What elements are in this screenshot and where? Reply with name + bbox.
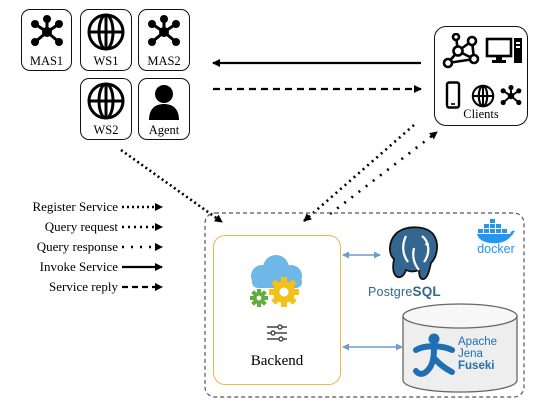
legend-query-request: Query request — [44, 219, 118, 234]
graph-cluster-icon — [442, 33, 480, 69]
docker-container-frame — [204, 212, 525, 398]
sliders-icon — [267, 324, 287, 342]
legend: Register Service Query request Query res… — [0, 198, 118, 298]
ws1-label: WS1 — [93, 54, 119, 68]
postgresql-logo: PostgreSQL — [368, 226, 478, 302]
legend-register-service: Register Service — [32, 199, 118, 214]
jena-logo-icon — [413, 333, 455, 377]
gear-icon — [269, 277, 299, 307]
docker-text: docker — [477, 242, 515, 256]
register-service-arrow — [120, 148, 223, 224]
gear-icon — [250, 289, 268, 307]
fuseki-text: Apache Jena Fuseki — [458, 336, 524, 372]
mas1-node[interactable]: MAS1 — [21, 9, 72, 71]
legend-invoke-service: Invoke Service — [39, 259, 118, 274]
postgres-prefix: Postgre — [368, 285, 413, 299]
docker-whale-icon — [477, 219, 515, 244]
cloud-gears-icon — [250, 255, 302, 307]
ws1-node[interactable]: WS1 — [80, 9, 132, 71]
agent-node[interactable]: Agent — [138, 78, 190, 140]
clients-node[interactable]: Clients — [434, 26, 528, 126]
desktop-computer-icon — [485, 37, 522, 63]
postgresql-elephant-icon — [389, 226, 438, 281]
fuseki-line-apache: Apache — [458, 336, 498, 348]
ws2-label: WS2 — [93, 123, 119, 137]
legend-service-reply: Service reply — [49, 279, 118, 294]
ws2-node[interactable]: WS2 — [80, 78, 132, 140]
fuseki-line-fuseki: Fuseki — [458, 360, 495, 372]
query-response-arrow — [329, 130, 438, 216]
globe-icon — [87, 82, 125, 120]
postgres-suffix: SQL — [412, 284, 441, 299]
mas1-label: MAS1 — [29, 54, 64, 68]
network-icon — [31, 15, 63, 46]
backend-box[interactable]: Backend — [213, 235, 341, 385]
globe-icon — [471, 84, 495, 108]
docker-logo: docker — [468, 218, 524, 258]
postgresql-text: PostgreSQL — [368, 284, 478, 299]
query-request-arrow — [303, 124, 415, 222]
backend-label: Backend — [250, 353, 304, 369]
smartphone-icon — [445, 81, 461, 109]
agent-label: Agent — [148, 123, 180, 137]
network-icon — [500, 84, 522, 106]
mas2-node[interactable]: MAS2 — [138, 9, 190, 71]
globe-icon — [87, 13, 125, 51]
mas2-label: MAS2 — [147, 54, 181, 68]
clients-label: Clients — [463, 107, 499, 121]
legend-query-response: Query response — [36, 239, 118, 254]
person-icon — [149, 85, 179, 120]
network-icon — [148, 15, 180, 46]
fuseki-line-jena: Jena — [458, 348, 483, 360]
